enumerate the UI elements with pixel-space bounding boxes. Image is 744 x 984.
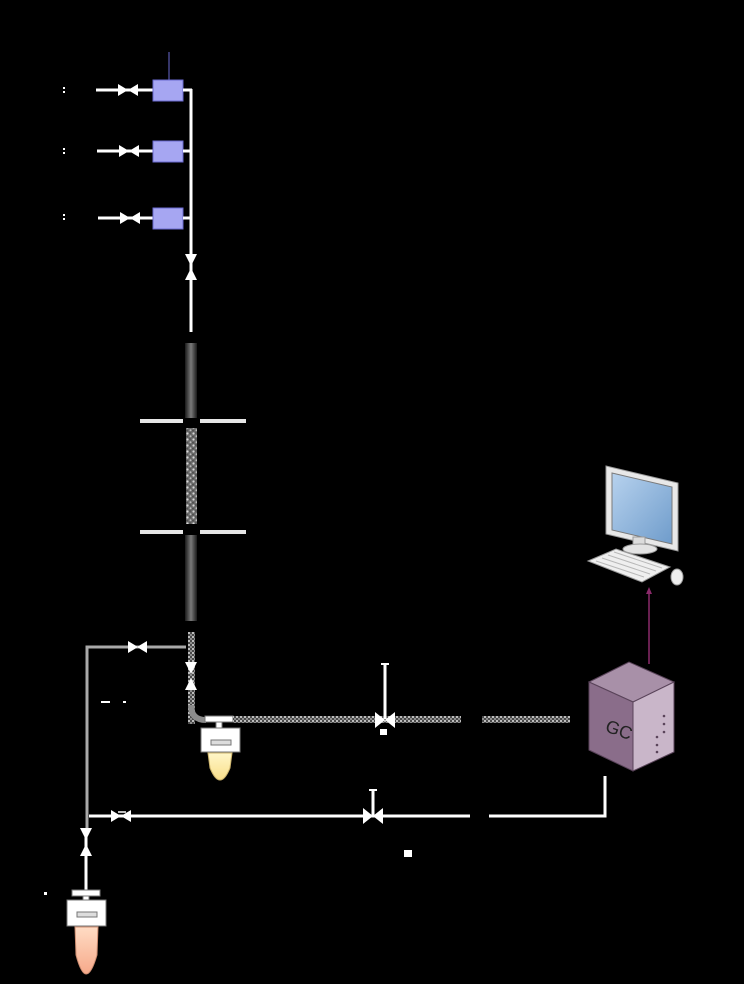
valve-marker [380,729,387,735]
mass-flow-controller-icon[interactable] [152,207,184,230]
check-valve-icon[interactable] [111,810,131,822]
catalyst-bed-icon [186,428,197,524]
reactor-lower-tube [185,535,197,621]
gas-feed-line-3 [63,207,192,230]
bypass-marker [101,701,110,703]
reactor-upper-tube [185,343,197,418]
check-valve-icon[interactable] [80,828,92,856]
gas-feed-line-2 [63,140,192,163]
gas-chromatograph-icon[interactable]: GC [587,661,676,772]
gas-feed-line-1 [63,52,192,102]
check-valve-icon[interactable] [128,641,147,653]
mass-flow-controller-icon[interactable] [152,140,184,163]
check-valve-icon[interactable] [119,145,139,157]
check-valve-icon[interactable] [185,254,197,280]
check-valve-icon[interactable] [120,212,140,224]
reactor-outlet-line [185,632,207,724]
mass-flow-controller-icon[interactable] [152,79,184,102]
signal-line [646,587,652,664]
trap-marker [44,892,47,895]
cold-trap-icon [200,715,241,781]
check-valve-icon[interactable] [185,662,197,690]
cold-trap-icon [66,889,107,975]
gas-source-marker [63,218,65,220]
computer-icon[interactable] [586,465,684,586]
gas-source-marker [63,214,65,216]
gc-return-line [89,776,607,857]
gas-source-marker [63,148,65,150]
feed-manifold [185,89,197,332]
bypass-line [85,641,186,828]
needle-valve-icon[interactable] [375,712,395,728]
needle-valve-icon[interactable] [363,808,383,824]
check-valve-icon[interactable] [118,84,138,96]
valve-marker [404,850,412,857]
gas-source-marker [63,87,65,89]
gas-source-marker [63,91,65,93]
bypass-marker [123,701,126,703]
trap-inlet-line [44,828,92,895]
sample-line-to-gc [233,663,570,735]
reactor-column-icon [140,343,246,621]
gas-source-marker [63,152,65,154]
